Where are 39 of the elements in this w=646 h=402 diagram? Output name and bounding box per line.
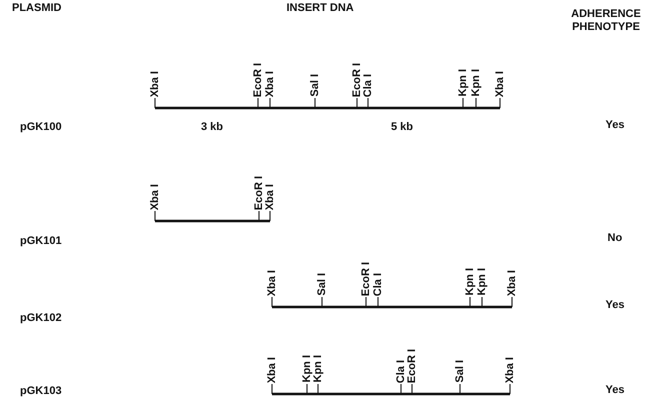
plasmid-name: pGK102 <box>20 312 62 325</box>
restriction-site-label: Kpn I <box>301 355 313 382</box>
column-header: INSERT DNA <box>286 2 354 15</box>
restriction-site-label: Xba I <box>266 270 278 296</box>
length-label: 3 kb <box>201 121 224 134</box>
length-label: 5 kb <box>391 121 414 134</box>
plasmid-name: pGK101 <box>20 235 62 248</box>
restriction-site-label: Sal I <box>316 273 328 296</box>
phenotype-label: Yes <box>606 384 624 397</box>
restriction-site-label: Xba I <box>266 357 278 384</box>
restriction-site-label: Sal I <box>454 360 466 383</box>
restriction-site-label: EcoR I <box>406 349 418 384</box>
phenotype-label: Yes <box>606 299 624 312</box>
column-header: PLASMID <box>12 2 62 15</box>
plasmid-name: pGK100 <box>20 121 62 134</box>
restriction-site-label: Sal I <box>309 74 321 97</box>
phenotype-label: Yes <box>606 119 624 132</box>
restriction-site-label: EcoR I <box>351 63 363 98</box>
restriction-site-label: Xba I <box>149 184 161 210</box>
plasmid-name: pGK103 <box>20 385 62 398</box>
restriction-site-label: Kpn I <box>470 69 482 96</box>
restriction-site-label: Kpn I <box>476 268 488 296</box>
restriction-site-label: Xba I <box>494 71 506 98</box>
restriction-site-label: Cla I <box>362 74 374 98</box>
restriction-site-label: EcoR I <box>360 262 372 296</box>
phenotype-label: No <box>608 232 622 245</box>
restriction-site-label: Kpn I <box>457 69 469 96</box>
restriction-site-label: Xba I <box>504 357 516 384</box>
restriction-site-label: Cla I <box>372 273 384 296</box>
restriction-site-label: Kpn I <box>464 268 476 296</box>
restriction-site-label: EcoR I <box>252 63 264 98</box>
restriction-site-label: EcoR I <box>253 176 265 210</box>
restriction-site-label: Xba I <box>506 270 518 296</box>
restriction-site-label: Kpn I <box>312 355 324 382</box>
restriction-site-label: Xba I <box>149 71 161 98</box>
restriction-site-label: Xba I <box>264 184 276 210</box>
column-header: ADHERENCE PHENOTYPE <box>570 8 642 34</box>
restriction-site-label: Cla I <box>395 360 407 384</box>
restriction-site-label: Xba I <box>264 71 276 98</box>
